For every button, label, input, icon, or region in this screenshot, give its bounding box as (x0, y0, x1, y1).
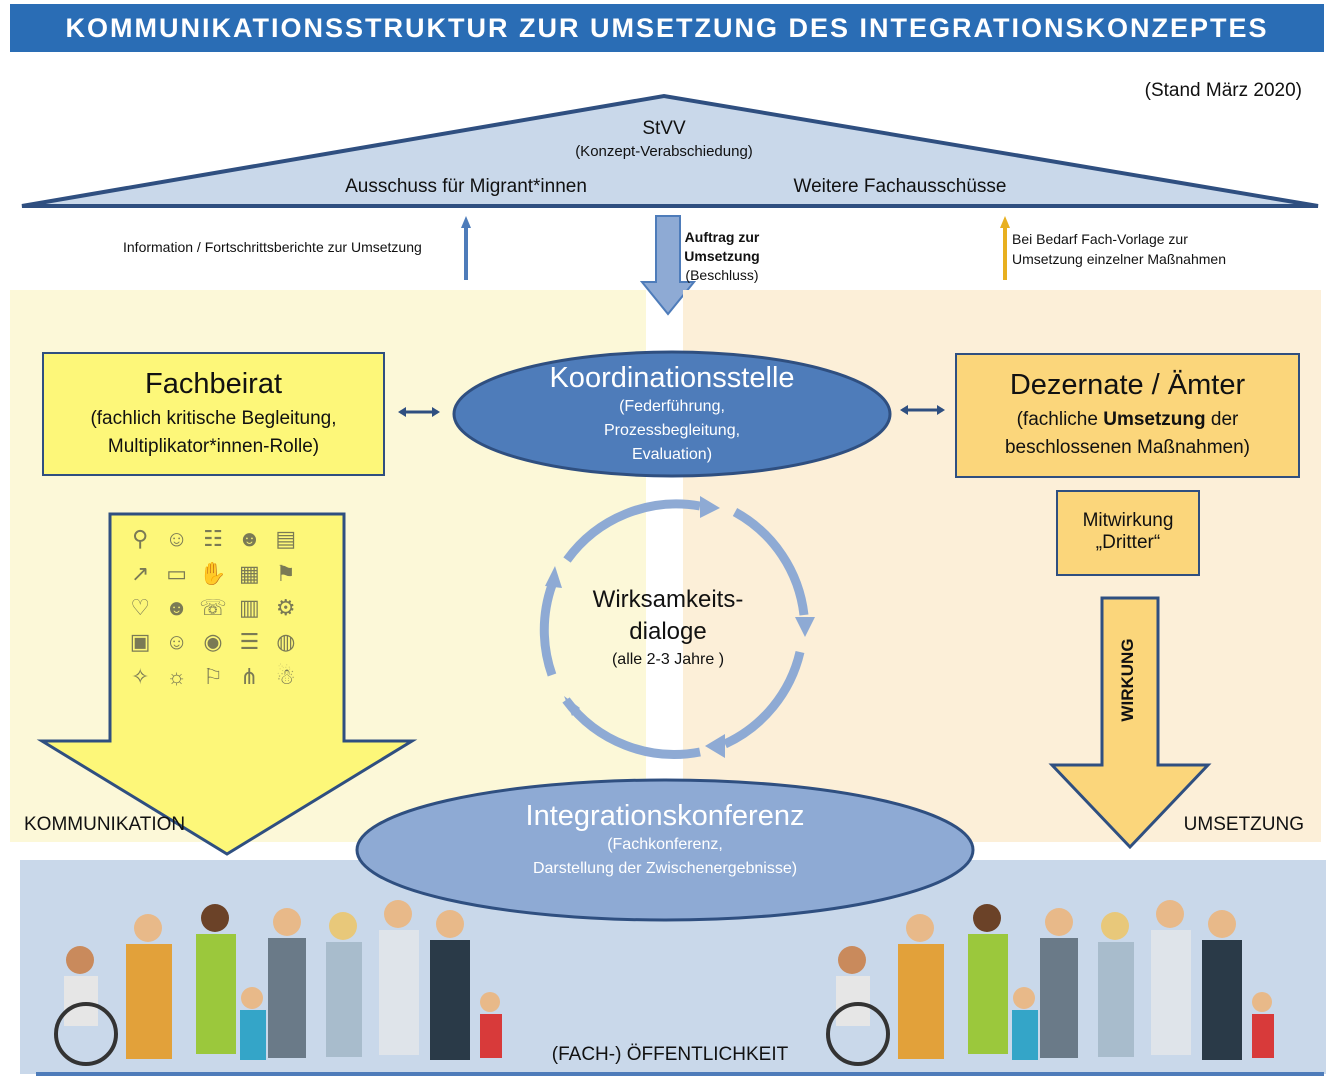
search-person-icon: ⚲ (132, 526, 149, 552)
committee-others: Weitere Fachausschüsse (793, 176, 1007, 197)
roof-name: StVV (642, 118, 686, 139)
fachbeirat-box: Fachbeirat (fachlich kritische Begleitun… (42, 352, 385, 476)
flag-icon: ⚐ (203, 663, 223, 689)
people-icon: ☺ (165, 629, 188, 655)
family-icon: ☃ (275, 663, 296, 689)
bedarf-arrow-head (1000, 216, 1010, 228)
page-title: KOMMUNIKATIONSSTRUKTUR ZUR UMSETZUNG DES… (65, 13, 1269, 43)
document-icon: ▦ (238, 560, 260, 586)
info-arrow-head (461, 216, 471, 228)
handshake-icon: ✋ (199, 560, 227, 586)
presenter-icon: ☺ (165, 526, 188, 552)
id-card-icon: ▭ (166, 560, 187, 586)
cooperation-icon: ✧ (130, 663, 150, 689)
oeffentlichkeit-label: (FACH-) ÖFFENTLICHKEIT (551, 1044, 789, 1065)
konferenz-ellipse (355, 778, 975, 922)
wirkung-label: WIRKUNG (1118, 638, 1137, 722)
konferenz-text: Integrationskonferenz (Fachkonferenz, Da… (525, 800, 805, 877)
mitwirkung-box: Mitwirkung „Dritter“ (1056, 490, 1200, 576)
chart-icon: ▥ (238, 594, 260, 620)
koordination-text: Koordinationsstelle (Federführung, Proze… (549, 362, 795, 463)
roof-triangle (21, 93, 1319, 208)
title-bar: KOMMUNIKATIONSSTRUKTUR ZUR UMSETZUNG DES… (10, 4, 1324, 52)
umsetzung-label: UMSETZUNG (1183, 814, 1304, 835)
gear-icon: ⚙ (275, 594, 296, 620)
hierarchy-icon: ⋔ (240, 663, 259, 689)
kommunikation-label: KOMMUNIKATION (24, 814, 186, 835)
auftrag-arrow (639, 215, 697, 316)
auftrag-label: Auftrag zur Umsetzung (Beschluss) (684, 229, 760, 283)
talk-icon: ☏ (199, 594, 227, 620)
wirkung-arrow (1048, 596, 1212, 850)
dezernate-line1: (fachliche Umsetzung der (1016, 409, 1239, 430)
team-icon: ☻ (237, 526, 261, 552)
roof-subtitle: (Konzept-Verabschiedung) (575, 143, 753, 160)
training-icon: ▣ (129, 629, 151, 655)
list-icon: ☰ (239, 629, 260, 655)
dezernate-box: Dezernate / Ämter (fachliche Umsetzung d… (955, 353, 1300, 478)
wirksamkeit-text: Wirksamkeits- dialoge (alle 2-3 Jahre ) (592, 586, 744, 668)
board-icon: ▤ (275, 526, 297, 552)
info-text: Information / Fortschrittsberichte zur U… (123, 239, 422, 255)
goal-icon: ⚑ (275, 560, 296, 586)
cycle-arrows (539, 499, 809, 759)
heart-icon: ♡ (130, 594, 151, 620)
bedarf-label: Bei Bedarf Fach-Vorlage zur Umsetzung ei… (1012, 231, 1226, 267)
people-group-right (826, 900, 1274, 1066)
people-group-left (54, 900, 502, 1066)
vision-icon: ◉ (203, 629, 223, 655)
growth-icon: ↗ (130, 560, 150, 586)
group-icon: ☻ (165, 594, 189, 620)
kommunikation-arrow (36, 512, 418, 856)
koordination-ellipse (452, 350, 892, 478)
globe-icon: ◍ (276, 629, 296, 655)
committee-migrants: Ausschuss für Migrant*innen (345, 176, 587, 197)
communication-icon-grid: ⚲ ☺ ☷ ☻ ▤ ↗ ▭ ✋ ▦ ⚑ ♡ ☻ ☏ ▥ ⚙ ▣ ☺ ◉ ☰ ◍ ✧ ☼ ⚐ ⋔ ☃ (122, 522, 304, 694)
stand-date: (Stand März 2020) (1144, 80, 1302, 101)
trust-icon: ☼ (166, 663, 187, 689)
meeting-icon: ☷ (203, 526, 223, 552)
